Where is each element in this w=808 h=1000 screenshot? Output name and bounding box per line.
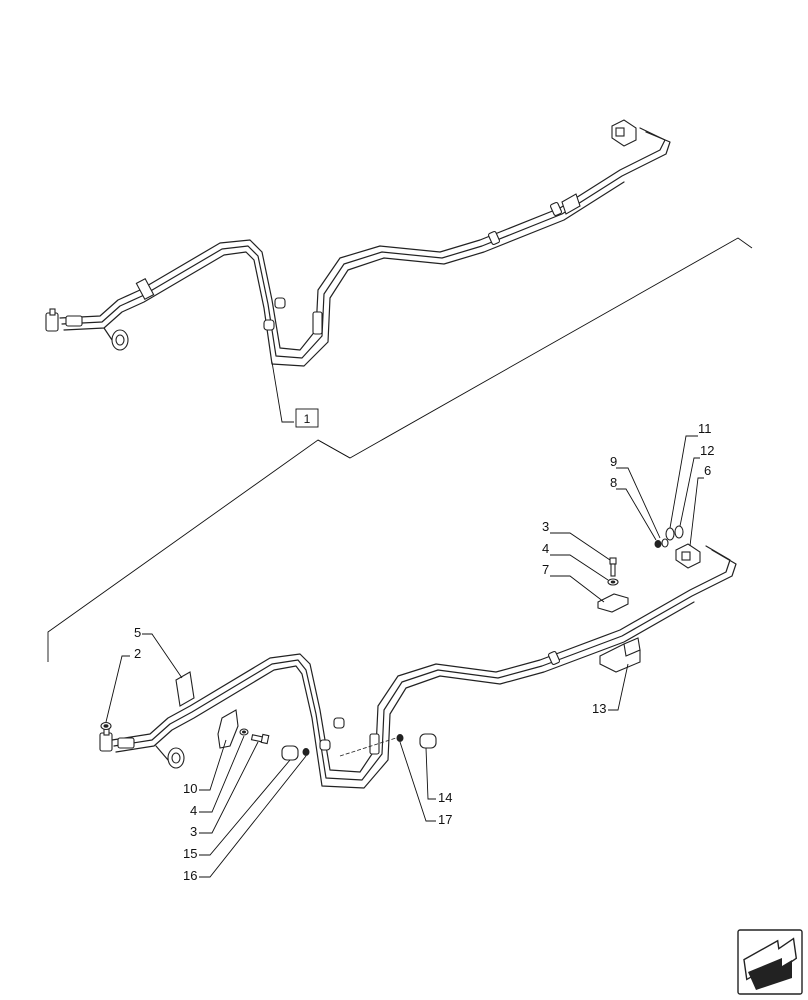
top-right-fitting: [611, 119, 637, 147]
top-clamp-left: [135, 277, 155, 301]
callouts: 11 9 12 8 6 3 4 7 5 2 13 10 4: [105, 421, 714, 883]
top-sleeve-right: [549, 201, 563, 217]
part-4-washer-upper: [607, 578, 619, 586]
next-page-arrow-icon[interactable]: [737, 929, 803, 995]
top-plugs: [263, 297, 286, 331]
alignment-line: [339, 737, 397, 757]
part-9-ring: [661, 538, 669, 548]
bottom-connector-sleeve: [369, 733, 380, 755]
callout-11: 11: [698, 421, 712, 436]
bottom-sleeve-mid: [547, 650, 561, 666]
callout-4-upper: 4: [542, 541, 549, 556]
bottom-left-fitting: [99, 728, 135, 752]
callout-14: 14: [438, 790, 452, 805]
callout-15: 15: [183, 846, 197, 861]
callout-17: 17: [438, 812, 452, 827]
bottom-plug: [319, 739, 331, 751]
top-bracket: [561, 193, 581, 215]
callout-2: 2: [134, 646, 141, 661]
callout-6: 6: [704, 463, 711, 478]
part-14-cap: [419, 733, 437, 749]
part-4-washer-lower: [239, 728, 249, 736]
top-left-fitting: [45, 308, 83, 332]
part-15-cap: [281, 745, 299, 761]
part-10-clip: [217, 709, 239, 749]
part-7-bracket: [597, 593, 629, 613]
part-8-ring: [654, 540, 662, 548]
top-connector-sleeve: [312, 311, 323, 335]
callout-5: 5: [134, 625, 141, 640]
part-5-bracket: [175, 671, 195, 707]
callout-16: 16: [183, 868, 197, 883]
callout-7: 7: [542, 562, 549, 577]
bottom-right-fitting: [675, 543, 701, 569]
assembly-reference-label: 1: [304, 412, 311, 426]
part-3-bolt-upper: [609, 557, 617, 577]
bottom-plug-2: [333, 717, 345, 729]
part-3-bolt-lower: [250, 733, 270, 745]
callout-8: 8: [610, 475, 617, 490]
assembly-reference: 1: [271, 361, 319, 428]
bottom-pipe-assembly: [99, 525, 737, 789]
top-sleeve-mid: [487, 230, 501, 246]
bottom-banjo-fitting: [155, 745, 185, 769]
callout-3-upper: 3: [542, 519, 549, 534]
callout-4-lower: 4: [190, 803, 197, 818]
bottom-tube-a: [111, 545, 737, 789]
part-11-o-ring: [665, 527, 675, 541]
part-17-o-ring: [396, 734, 404, 742]
callout-12: 12: [700, 443, 714, 458]
part-12-o-ring: [674, 525, 684, 539]
callout-10: 10: [183, 781, 197, 796]
callout-9: 9: [610, 454, 617, 469]
part-2-seal-ring: [100, 721, 112, 731]
part-16-o-ring: [302, 748, 310, 756]
callout-13: 13: [592, 701, 606, 716]
top-tube-a: [59, 127, 671, 367]
top-pipe-assembly: [45, 119, 671, 367]
section-frame: [47, 237, 753, 662]
top-banjo-fitting: [103, 327, 129, 351]
callout-3-lower: 3: [190, 824, 197, 839]
